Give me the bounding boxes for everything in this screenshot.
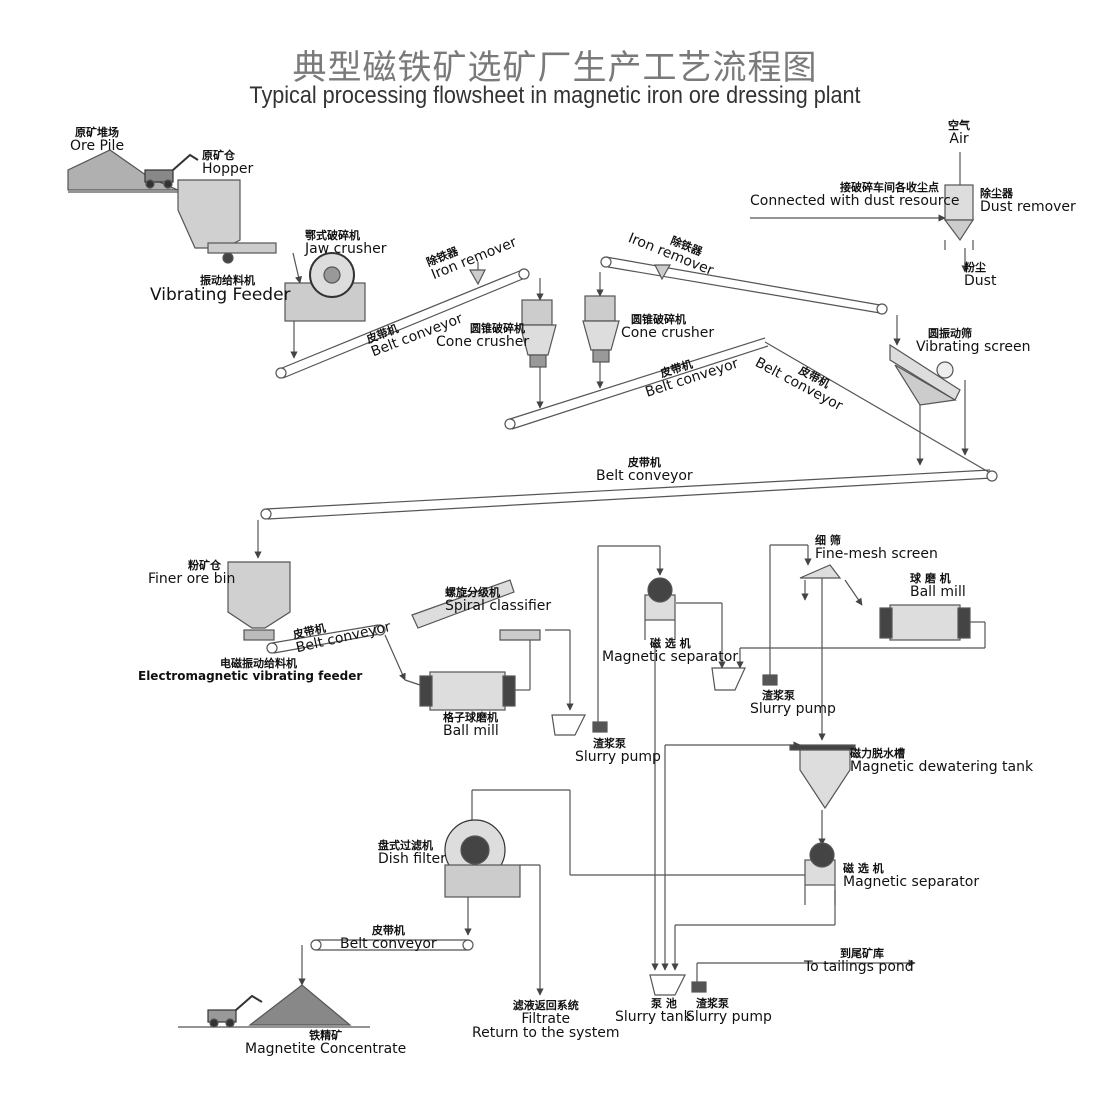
hopper-shape: [177, 179, 241, 249]
slurry-tank-shape: [649, 974, 686, 996]
finer-ore-bin-shape: [227, 561, 291, 629]
title-cn: 典型磁铁矿选矿厂生产工艺流程图: [292, 48, 818, 88]
iron-remover-1-shape: [468, 269, 486, 286]
mag-sep-1-icon: [644, 577, 676, 640]
cone-crusher-1-icon: [519, 299, 557, 368]
concentrate-pile-shape: [248, 984, 352, 1026]
spiral-classifier-icon: [411, 579, 541, 641]
vibrating-feeder-shape: [207, 242, 277, 254]
title-en: Typical processing flowsheet in magnetic…: [249, 82, 861, 109]
jaw-crusher-icon: [284, 252, 366, 322]
fine-screen-icon: [799, 564, 842, 579]
vibrating-screen-icon: [889, 343, 961, 406]
loader-2-icon: [207, 994, 263, 1028]
dust-remover-icon: [943, 184, 975, 250]
dewater-tank-icon: [789, 744, 856, 810]
dish-filter-icon: [444, 819, 521, 898]
grid-ball-mill-icon: [419, 671, 516, 711]
ball-mill-2-icon: [879, 604, 971, 641]
iron-remover-2-shape: [654, 264, 672, 281]
cone-crusher-2-icon: [582, 295, 620, 363]
mag-sep-2-icon: [804, 842, 836, 905]
loader-icon: [144, 153, 199, 189]
